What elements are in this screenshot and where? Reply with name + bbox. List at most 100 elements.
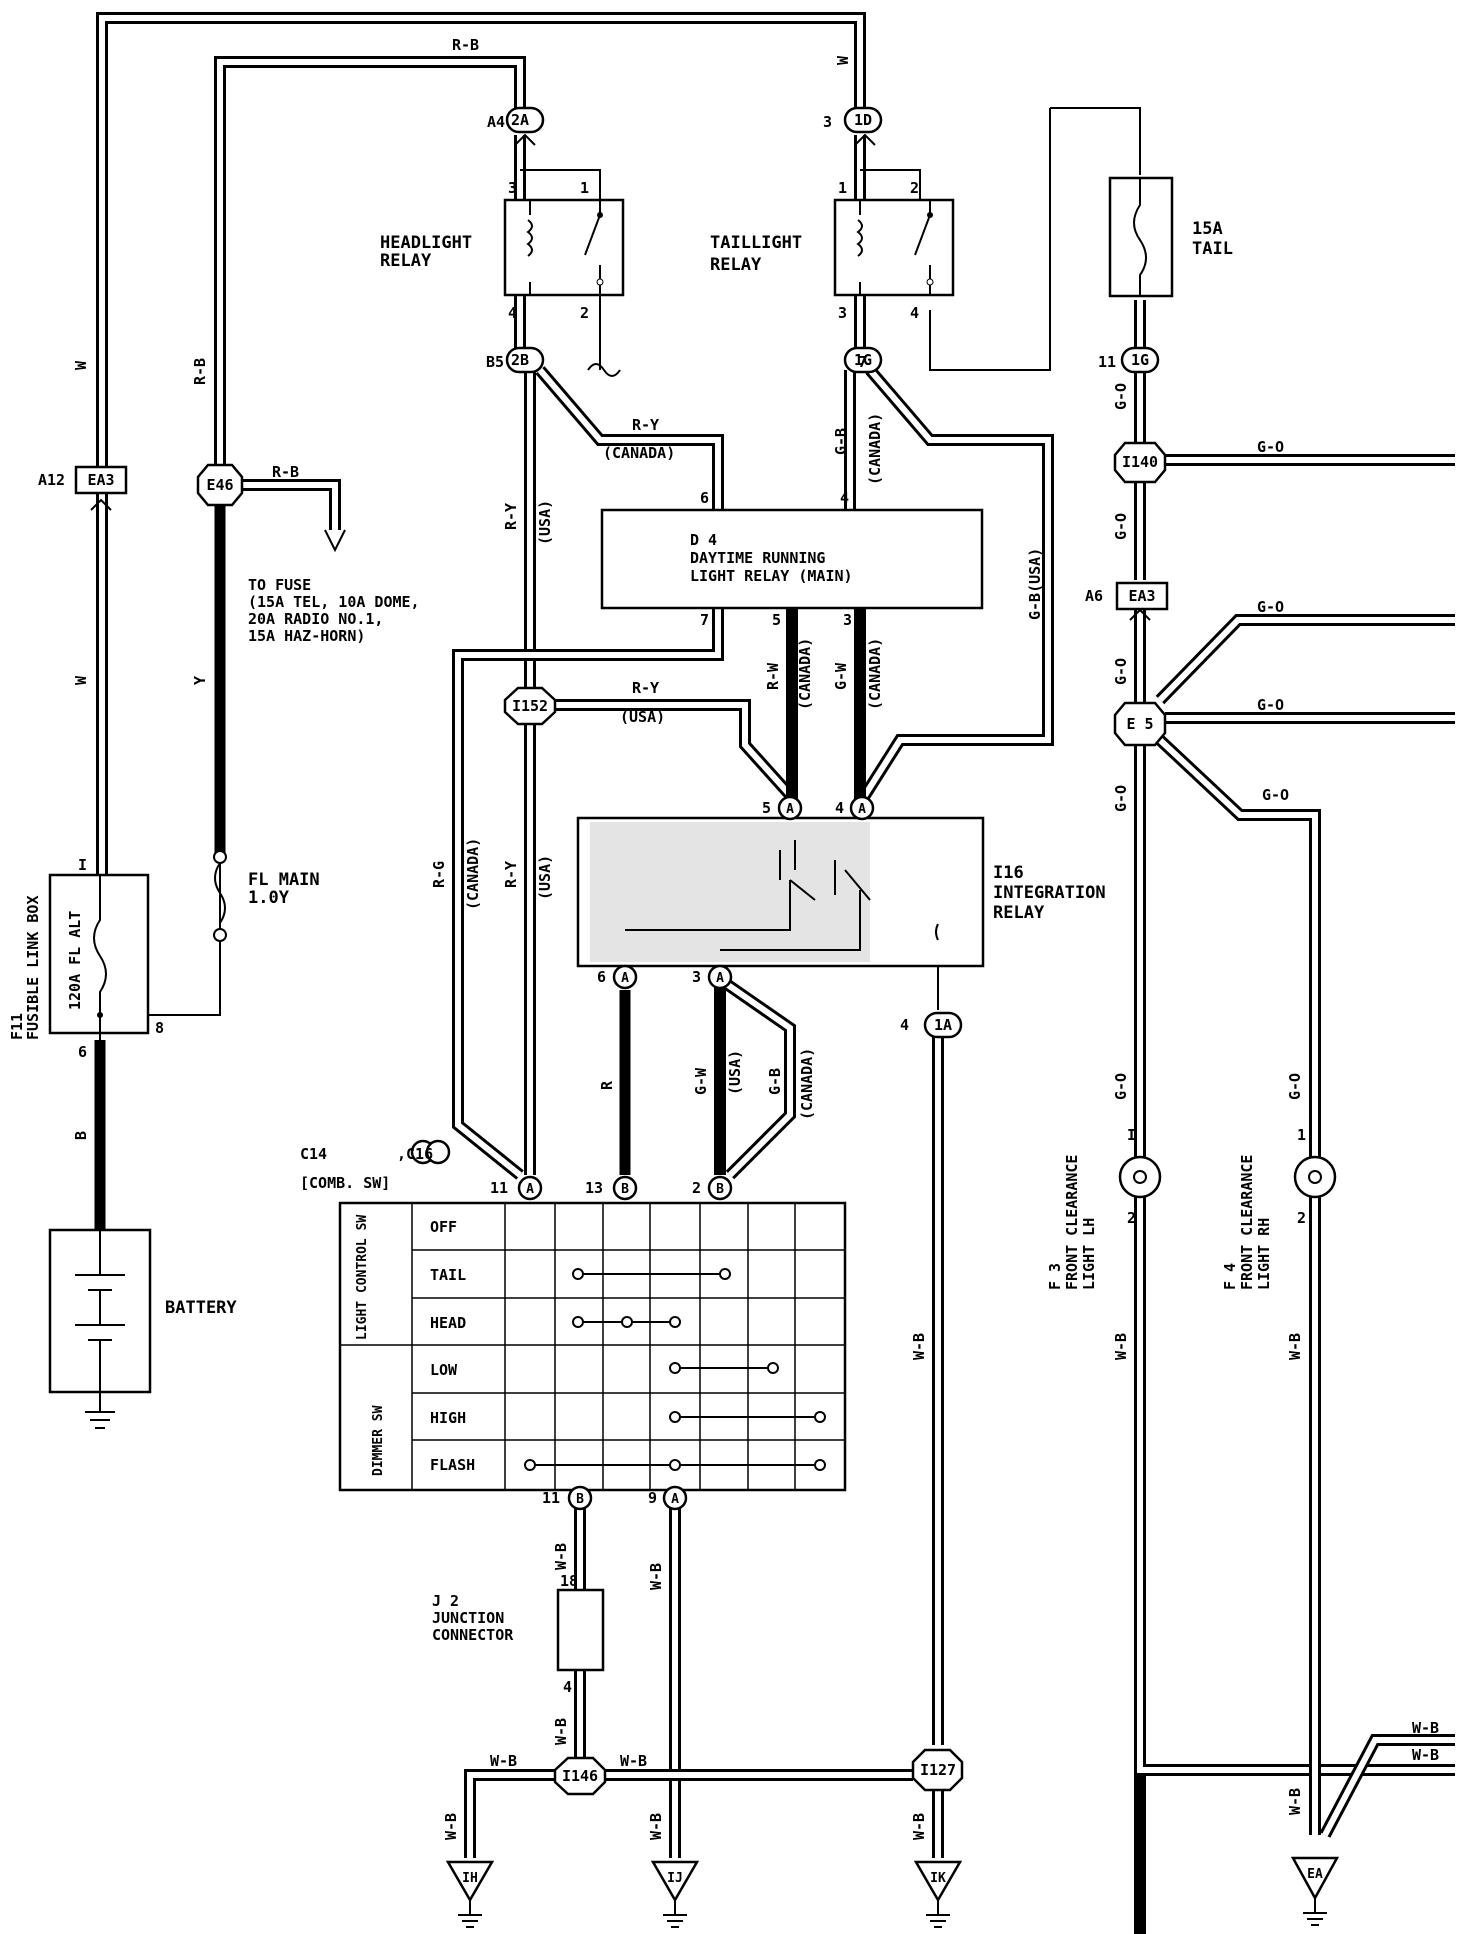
switch-row-flash: FLASH — [430, 1456, 475, 1474]
wire-label: W-B — [910, 1333, 928, 1360]
conn-a-5: A — [786, 802, 794, 817]
wire-label: G-O — [1112, 785, 1130, 812]
pin-2: 2 — [1127, 1209, 1136, 1227]
fl-main-label-1: FL MAIN — [248, 870, 320, 890]
wire-label: G-B — [766, 1068, 784, 1095]
conn-a-6: A — [621, 971, 629, 986]
conn-e5: E 5 — [1126, 715, 1153, 733]
switch-row-tail: TAIL — [430, 1266, 466, 1284]
taillight-relay-label-1: TAILLIGHT — [710, 233, 802, 253]
wire-label: W — [834, 55, 852, 65]
region-label: (CANADA) — [866, 638, 884, 710]
pin-11: 11 — [1098, 353, 1116, 371]
conn-1g-right: 1G — [1131, 351, 1149, 369]
wire-label: G-O — [1257, 696, 1284, 714]
chevron-up-icon — [1129, 608, 1151, 621]
pin-6: 6 — [597, 968, 606, 986]
pin-7: 7 — [858, 353, 867, 371]
wire-label: R-Y — [632, 679, 659, 697]
wire-label: R-Y — [502, 503, 520, 530]
heavy-wires — [94, 505, 866, 1230]
tail-fuse-label-1: 15A — [1192, 219, 1223, 239]
pin-4: 4 — [835, 799, 844, 817]
region-label: (CANADA) — [464, 838, 482, 910]
f4-label-3: LIGHT RH — [1255, 1218, 1273, 1290]
f3-label-1: F 3 — [1046, 1263, 1064, 1290]
fl-main-fuse — [213, 850, 227, 942]
to-fuse-label-2: (15A TEL, 10A DOME, — [248, 593, 420, 611]
chevron-up-icon — [854, 133, 876, 146]
region-label: (USA) — [536, 500, 554, 545]
region-label: (CANADA) — [866, 413, 884, 485]
ground-ea: EA — [1307, 1867, 1323, 1882]
wire-label: G-O — [1112, 513, 1130, 540]
wire-label: G-B(USA) — [1026, 548, 1044, 620]
pin-4: 4 — [563, 1678, 572, 1696]
pin-18: 18 — [560, 1572, 578, 1590]
wire-label: G-O — [1286, 1073, 1304, 1100]
conn-b-11: B — [576, 1492, 584, 1507]
wire-label: Y — [191, 676, 209, 685]
conn-2b: 2B — [511, 351, 529, 369]
region-label: (CANADA) — [603, 444, 675, 462]
conn-a-9: A — [671, 1492, 679, 1507]
pin-11: 11 — [542, 1489, 560, 1507]
fl-alt-label: 120A FL ALT — [66, 911, 84, 1010]
wire-label: G-O — [1112, 658, 1130, 685]
pin-9: 9 — [648, 1489, 657, 1507]
pin-2: 2 — [910, 179, 919, 197]
pin-13: 13 — [585, 1179, 603, 1197]
chevron-up-icon — [90, 498, 112, 511]
region-label: (USA) — [620, 708, 665, 726]
wire-label: W-B — [620, 1752, 647, 1770]
wire-label: R-B — [191, 358, 209, 385]
conn-i146: I146 — [562, 1767, 598, 1785]
wire-label: R-B — [272, 463, 299, 481]
wire-label: G-O — [1257, 598, 1284, 616]
pin-4: 4 — [508, 304, 517, 322]
pin-4: 4 — [900, 1016, 909, 1034]
pin-2: 2 — [1297, 1209, 1306, 1227]
junction-label-3: CONNECTOR — [432, 1626, 514, 1644]
wire-label: G-O — [1257, 438, 1284, 456]
comb-switch-table — [338, 1201, 847, 1492]
wire-label: W-B — [490, 1752, 517, 1770]
wire-label: B — [72, 1131, 90, 1140]
f11-label: F11 — [8, 1013, 26, 1040]
wire-label: R-G — [430, 861, 448, 888]
to-fuse-label-3: 20A RADIO NO.1, — [248, 610, 383, 628]
fusible-link-box-label: FUSIBLE LINK BOX — [24, 896, 42, 1041]
wire-label: W-B — [1412, 1746, 1439, 1764]
pin-8: 8 — [155, 1019, 164, 1037]
comb-sw-c14: C14 — [300, 1145, 327, 1163]
fusible-link-box — [48, 873, 150, 1035]
ground-symbols — [458, 1898, 1327, 1928]
wire-label: W-B — [442, 1813, 460, 1840]
wire-label: R-Y — [502, 861, 520, 888]
wire-label: R-Y — [632, 416, 659, 434]
pin-2: 2 — [580, 304, 589, 322]
comb-sw-label: [COMB. SW] — [300, 1174, 390, 1192]
pin-3: 3 — [838, 304, 847, 322]
integration-relay-label-1: I16 — [993, 863, 1024, 883]
conn-e46: E46 — [206, 476, 233, 494]
conn-a-4: A — [858, 802, 866, 817]
headlight-relay — [503, 198, 625, 297]
conn-1d: 1D — [854, 111, 872, 129]
switch-row-off: OFF — [430, 1218, 457, 1236]
wires — [96, 12, 1455, 1934]
light-control-sw-label: LIGHT CONTROL SW — [355, 1215, 370, 1340]
wire-label: W-B — [647, 1563, 665, 1590]
conn-1a: 1A — [934, 1016, 952, 1034]
wire-label: W-B — [552, 1543, 570, 1570]
conn-a-3: A — [716, 971, 724, 986]
region-label: (CANADA) — [796, 638, 814, 710]
pin-I: I — [78, 856, 87, 874]
f4-label-1: F 4 — [1221, 1263, 1239, 1290]
pin-7: 7 — [700, 611, 709, 629]
drl-relay-label-2: DAYTIME RUNNING — [690, 549, 825, 567]
switch-row-high: HIGH — [430, 1409, 466, 1427]
pin-2: 2 — [692, 1179, 701, 1197]
drl-relay-box — [600, 508, 984, 610]
